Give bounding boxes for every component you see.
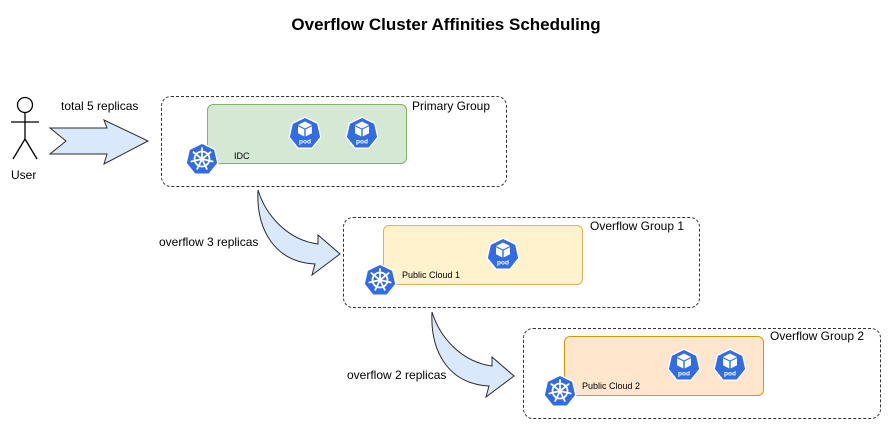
- pod-icon: pod: [666, 347, 702, 383]
- public-cloud-1-box: [383, 225, 583, 285]
- kubernetes-icon: [362, 262, 398, 298]
- kubernetes-icon: [184, 141, 220, 177]
- pod-icon: pod: [712, 347, 748, 383]
- diagram-title: Overflow Cluster Affinities Scheduling: [291, 15, 601, 34]
- pod-icon: pod: [485, 236, 521, 272]
- idc-cluster-label: IDC: [234, 151, 250, 161]
- svg-text:pod: pod: [356, 139, 368, 146]
- initial-arrow-label: total 5 replicas: [61, 99, 139, 113]
- public-cloud-2-label: Public Cloud 2: [582, 381, 641, 391]
- initial-arrow: [48, 119, 150, 165]
- kubernetes-icon: [542, 373, 578, 409]
- svg-text:pod: pod: [497, 260, 509, 267]
- user-icon: [10, 95, 40, 161]
- overflow-group-1-label: Overflow Group 1: [590, 219, 685, 233]
- pod-icon: pod: [344, 115, 380, 151]
- svg-text:pod: pod: [678, 371, 690, 378]
- overflow-group-2-label: Overflow Group 2: [770, 329, 865, 343]
- overflow-arrow-1: [257, 189, 341, 277]
- svg-text:pod: pod: [299, 139, 311, 146]
- user-label: User: [11, 168, 37, 182]
- pod-icon: pod: [287, 115, 323, 151]
- svg-text:pod: pod: [724, 371, 736, 378]
- public-cloud-1-label: Public Cloud 1: [402, 270, 461, 280]
- primary-group-label: Primary Group: [412, 99, 491, 113]
- overflow-label-1: overflow 3 replicas: [159, 235, 259, 249]
- overflow-label-2: overflow 2 replicas: [347, 368, 447, 382]
- overflow-arrow-2: [431, 311, 515, 399]
